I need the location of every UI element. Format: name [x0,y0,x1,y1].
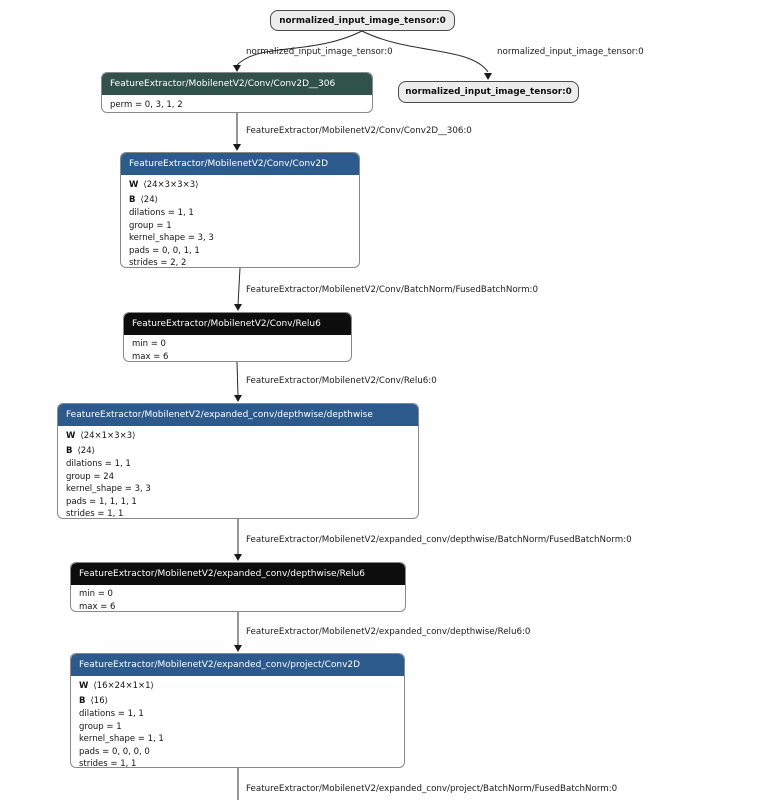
param-shape: ⟨16×24×1×1⟩ [93,681,154,691]
param-row[interactable]: W ⟨24×1×3×3⟩ [66,429,410,444]
attribute-row: strides = 1, 1 [66,509,124,519]
attribute-row: group = 1 [129,220,172,231]
node-header[interactable]: FeatureExtractor/MobilenetV2/Conv/Conv2D [121,153,359,175]
attribute-row: pads = 1, 1, 1, 1 [66,496,137,507]
attribute-row: dilations = 1, 1 [66,459,131,469]
arrowhead-icon [234,554,242,561]
param-shape: ⟨24⟩ [140,194,158,205]
edge-label: FeatureExtractor/MobilenetV2/expanded_co… [246,535,632,545]
attribute-row: group = 1 [79,721,122,732]
node-conv2d[interactable]: FeatureExtractor/MobilenetV2/Conv/Conv2D… [120,152,360,268]
attribute-row: kernel_shape = 3, 3 [66,484,151,495]
param-shape: ⟨24×3×3×3⟩ [143,180,199,190]
node-header[interactable]: FeatureExtractor/MobilenetV2/Conv/Relu6 [124,313,351,335]
node-header[interactable]: FeatureExtractor/MobilenetV2/Conv/Conv2D… [102,73,372,95]
arrowhead-icon [234,645,242,652]
param-name: B [79,695,86,706]
edge-label: FeatureExtractor/MobilenetV2/Conv/Relu6:… [246,376,437,386]
edge-label: FeatureExtractor/MobilenetV2/expanded_co… [246,784,618,794]
node-header[interactable]: FeatureExtractor/MobilenetV2/expanded_co… [71,563,405,585]
attribute-row: kernel_shape = 3, 3 [129,233,214,244]
attribute-row: kernel_shape = 1, 1 [79,734,164,745]
node-depthwise[interactable]: FeatureExtractor/MobilenetV2/expanded_co… [57,403,419,519]
input-tensor-node-copy[interactable]: normalized_input_image_tensor:0 [398,81,579,103]
edge-label: FeatureExtractor/MobilenetV2/Conv/Conv2D… [246,126,472,136]
edge-relu6-to-depthwise [236,361,239,397]
attribute-row: perm = 0, 3, 1, 2 [110,100,183,110]
node-body: min = 0 max = 6 [124,335,351,362]
node-relu6[interactable]: FeatureExtractor/MobilenetV2/Conv/Relu6 … [123,312,352,362]
param-name: W [79,681,89,691]
param-row[interactable]: W ⟨16×24×1×1⟩ [79,679,396,694]
edge-label: FeatureExtractor/MobilenetV2/expanded_co… [246,627,531,637]
edge-label: FeatureExtractor/MobilenetV2/Conv/BatchN… [246,285,538,295]
node-relu6-depthwise[interactable]: FeatureExtractor/MobilenetV2/expanded_co… [70,562,406,612]
attribute-row: strides = 1, 1 [79,759,137,768]
param-shape: ⟨16⟩ [90,695,108,706]
edge-label: normalized_input_image_tensor:0 [497,47,644,57]
node-title: FeatureExtractor/MobilenetV2/expanded_co… [66,410,373,420]
param-name: W [129,180,139,190]
node-project-conv2d[interactable]: FeatureExtractor/MobilenetV2/expanded_co… [70,653,405,768]
attribute-row: pads = 0, 0, 0, 0 [79,746,150,757]
edge-label: normalized_input_image_tensor:0 [246,47,393,57]
param-name: W [66,431,76,441]
attribute-row: min = 0 [132,339,166,349]
arrowhead-icon [234,304,242,311]
arrowhead-icon [484,73,492,80]
param-shape: ⟨24⟩ [77,445,95,456]
arrowhead-icon [234,395,242,402]
node-body: W ⟨24×1×3×3⟩ B ⟨24⟩ dilations = 1, 1 group… [58,426,418,519]
node-title: FeatureExtractor/MobilenetV2/Conv/Conv2D [129,159,329,169]
attribute-row: min = 0 [79,589,113,599]
node-body: W ⟨24×3×3×3⟩ B ⟨24⟩ dilations = 1, 1 group… [121,175,359,268]
param-shape: ⟨24×1×3×3⟩ [80,431,136,441]
param-row[interactable]: W ⟨24×3×3×3⟩ [129,178,351,193]
input-tensor-node[interactable]: normalized_input_image_tensor:0 [270,10,455,31]
param-name: B [129,194,136,205]
node-title: FeatureExtractor/MobilenetV2/expanded_co… [79,569,365,579]
node-title: FeatureExtractor/MobilenetV2/Conv/Relu6 [132,319,321,329]
attribute-row: dilations = 1, 1 [79,709,144,719]
attribute-row: max = 6 [132,351,169,362]
arrowhead-icon [233,144,241,151]
attribute-row: strides = 2, 2 [129,258,187,268]
node-title: FeatureExtractor/MobilenetV2/expanded_co… [79,660,361,670]
node-header[interactable]: FeatureExtractor/MobilenetV2/expanded_co… [58,404,418,426]
attribute-row: group = 24 [66,471,115,482]
input-tensor-label: normalized_input_image_tensor:0 [405,87,572,97]
param-row[interactable]: B ⟨24⟩ [129,193,351,208]
arrowhead-icon [233,65,241,72]
node-conv2d-transpose[interactable]: FeatureExtractor/MobilenetV2/Conv/Conv2D… [101,72,373,113]
param-row[interactable]: B ⟨24⟩ [66,444,410,459]
node-body: min = 0 max = 6 [71,585,405,612]
attribute-row: pads = 0, 0, 1, 1 [129,245,200,256]
param-name: B [66,445,73,456]
node-header[interactable]: FeatureExtractor/MobilenetV2/expanded_co… [71,654,404,676]
attribute-row: dilations = 1, 1 [129,208,194,218]
node-body: perm = 0, 3, 1, 2 [102,95,372,112]
edge-conv-to-relu6 [237,267,241,306]
input-tensor-label: normalized_input_image_tensor:0 [279,15,446,26]
param-row[interactable]: B ⟨16⟩ [79,694,396,709]
node-body: W ⟨16×24×1×1⟩ B ⟨16⟩ dilations = 1, 1 grou… [71,676,404,768]
node-title: FeatureExtractor/MobilenetV2/Conv/Conv2D… [110,79,336,89]
attribute-row: max = 6 [79,601,116,612]
